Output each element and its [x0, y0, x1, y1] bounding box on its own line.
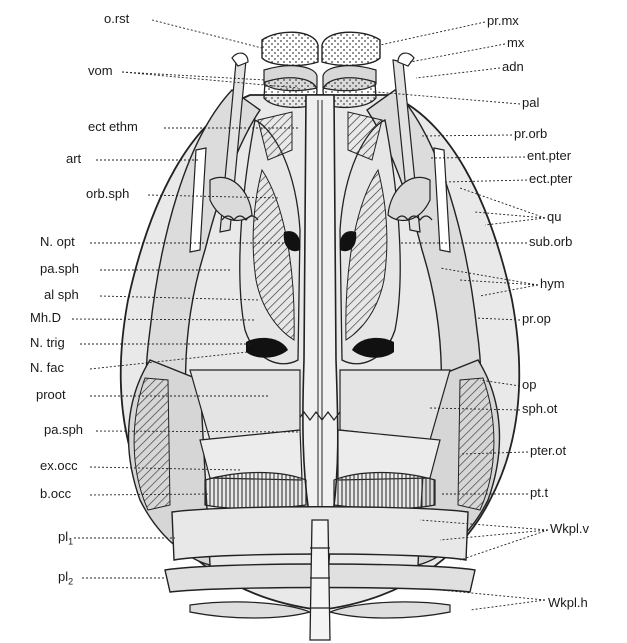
label-o-rst: o.rst	[104, 12, 129, 26]
label-hym: hym	[540, 277, 565, 291]
rostral-plate-left	[262, 32, 318, 65]
label-pl2: pl2	[58, 570, 73, 589]
label-proot: proot	[36, 388, 66, 402]
pl2-text: pl	[58, 569, 68, 584]
b-occ-hatch-right	[334, 473, 435, 509]
rostral-plate-right	[322, 32, 380, 65]
label-pa-sph-2: pa.sph	[44, 423, 83, 437]
label-pal: pal	[522, 96, 539, 110]
label-pl1: pl1	[58, 530, 73, 549]
label-al-sph: al sph	[44, 288, 79, 302]
b-occ-hatch-left	[205, 473, 306, 509]
label-pr-op: pr.op	[522, 312, 551, 326]
label-mh-d: Mh.D	[30, 311, 61, 325]
label-art: art	[66, 152, 81, 166]
label-n-fac: N. fac	[30, 361, 64, 375]
label-sph-ot: sph.ot	[522, 402, 557, 416]
label-ect-ethm: ect ethm	[88, 120, 138, 134]
pl1-text: pl	[58, 529, 68, 544]
pl1-sub: 1	[68, 537, 73, 547]
label-b-occ: b.occ	[40, 487, 71, 501]
label-pr-orb: pr.orb	[514, 127, 547, 141]
label-n-trig: N. trig	[30, 336, 65, 350]
label-ect-pter: ect.pter	[529, 172, 572, 186]
label-pa-sph-1: pa.sph	[40, 262, 79, 276]
label-adn: adn	[502, 60, 524, 74]
prootic-left	[190, 370, 300, 440]
label-vom: vom	[88, 64, 113, 78]
label-sub-orb: sub.orb	[529, 235, 572, 249]
prootic-right	[340, 370, 450, 440]
label-ent-pter: ent.pter	[527, 149, 571, 163]
label-pt-t: pt.t	[530, 486, 548, 500]
label-n-opt: N. opt	[40, 235, 75, 249]
label-orb-sph: orb.sph	[86, 187, 129, 201]
pl2-sub: 2	[68, 577, 73, 587]
label-mx: mx	[507, 36, 524, 50]
label-op: op	[522, 378, 536, 392]
label-ex-occ: ex.occ	[40, 459, 78, 473]
label-wkpl-v: Wkpl.v	[550, 522, 589, 536]
vertebral-column	[310, 520, 330, 640]
label-qu: qu	[547, 210, 561, 224]
label-pr-mx: pr.mx	[487, 14, 519, 28]
label-pter-ot: pter.ot	[530, 444, 566, 458]
label-wkpl-h: Wkpl.h	[548, 596, 588, 610]
